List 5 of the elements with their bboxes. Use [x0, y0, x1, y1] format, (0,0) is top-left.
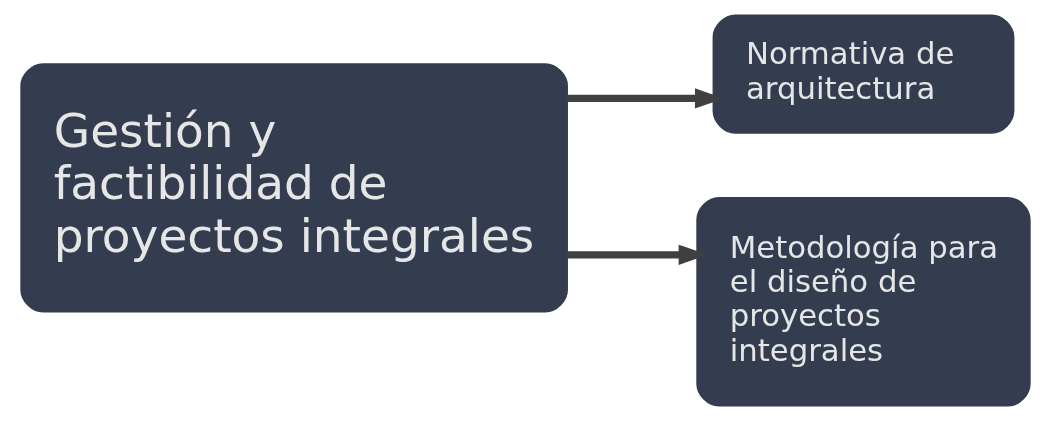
arrow — [566, 88, 724, 109]
node-box: Metodología para el diseño de proyectos integrales — [695, 196, 1031, 407]
arrow — [566, 244, 708, 265]
node-box: Normativa de arquitectura — [712, 14, 1014, 134]
node-box: Gestión y factibilidad de proyectos integrales — [19, 63, 568, 313]
